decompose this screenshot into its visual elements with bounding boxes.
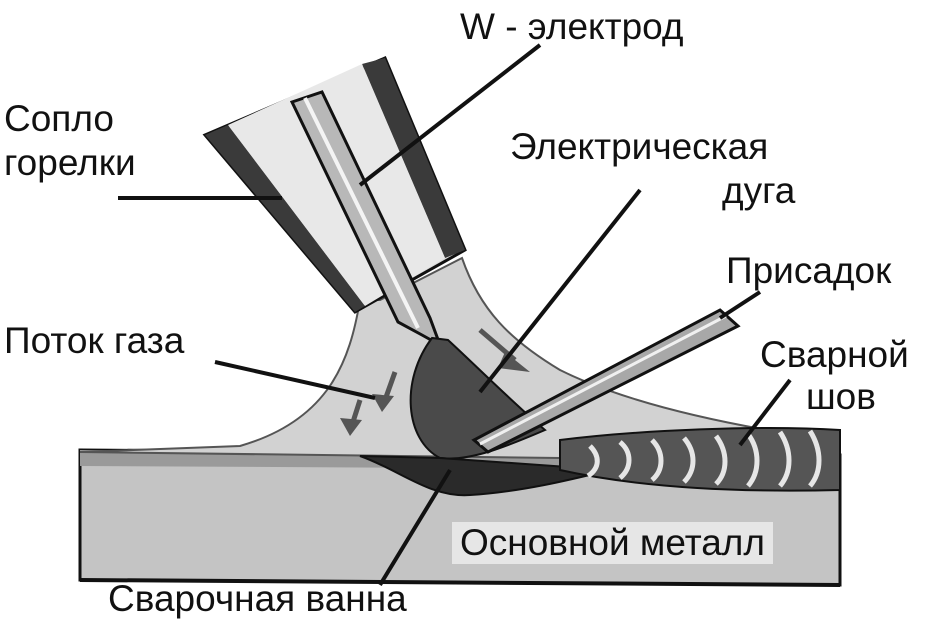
arc-label-line2: дуга: [722, 170, 796, 211]
seam-label-line1: Сварной: [760, 334, 909, 375]
electrode-label: W - электрод: [460, 6, 684, 47]
base-metal-label: Основной металл: [452, 522, 773, 564]
weld-pool-label: Сварочная ванна: [108, 578, 407, 619]
filler-rod: [471, 308, 741, 454]
nozzle-label-line2: горелки: [4, 142, 136, 183]
seam-label-line2: шов: [806, 376, 876, 417]
filler-label: Присадок: [726, 250, 892, 291]
arc-label-line1: Электрическая: [510, 126, 769, 167]
gas-flow-label: Поток газа: [4, 320, 185, 361]
leader-lines: [118, 43, 792, 587]
weld-pool: [359, 455, 611, 497]
seam-ripples: [586, 429, 822, 488]
weld-seam: [559, 427, 841, 492]
nozzle-label-line1: Сопло: [4, 98, 114, 139]
